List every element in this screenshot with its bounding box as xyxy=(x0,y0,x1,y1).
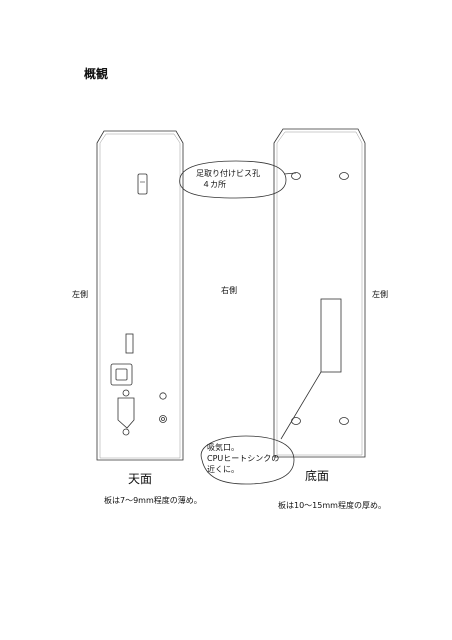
intake-line2: CPUヒートシンクの xyxy=(207,454,280,463)
left-side-label-2: 左側 xyxy=(372,290,388,299)
intake-callout-text: 吸気口。 CPUヒートシンクの 近くに。 xyxy=(207,442,279,475)
screw-hole-icon xyxy=(159,392,167,400)
feet-holes-line2: ４カ所 xyxy=(202,180,226,189)
feet-holes-line1: 足取り付けビス孔 xyxy=(196,169,260,178)
intake-vent-icon xyxy=(320,298,342,373)
screw-hole-icon xyxy=(159,415,167,423)
intake-line3: 近くに。 xyxy=(207,465,239,474)
usb-port-icon xyxy=(110,363,133,386)
power-switch-icon xyxy=(137,173,148,195)
bottom-view-label: 底面 xyxy=(305,469,330,483)
slot-icon xyxy=(125,333,134,354)
intake-line1: 吸気口。 xyxy=(207,443,239,452)
page-title: 概観 xyxy=(84,67,109,81)
foot-screw-hole-icon xyxy=(339,417,349,425)
callout-feet-holes xyxy=(179,160,297,199)
left-side-label-1: 左側 xyxy=(72,290,88,299)
top-thickness-note: 板は7〜9mm程度の薄め。 xyxy=(104,496,202,505)
bottom-panel xyxy=(273,128,366,458)
dsub-port-icon xyxy=(117,397,135,429)
foot-screw-hole-icon xyxy=(291,172,301,180)
top-view-label: 天面 xyxy=(128,472,153,486)
feet-holes-callout-text: 足取り付けビス孔 ４カ所 xyxy=(196,168,260,190)
right-side-label: 右側 xyxy=(221,286,237,295)
callout-intake xyxy=(200,371,322,485)
bottom-thickness-note: 板は10〜15mm程度の厚め。 xyxy=(278,501,386,510)
top-panel xyxy=(96,130,184,461)
foot-screw-hole-icon xyxy=(339,172,349,180)
